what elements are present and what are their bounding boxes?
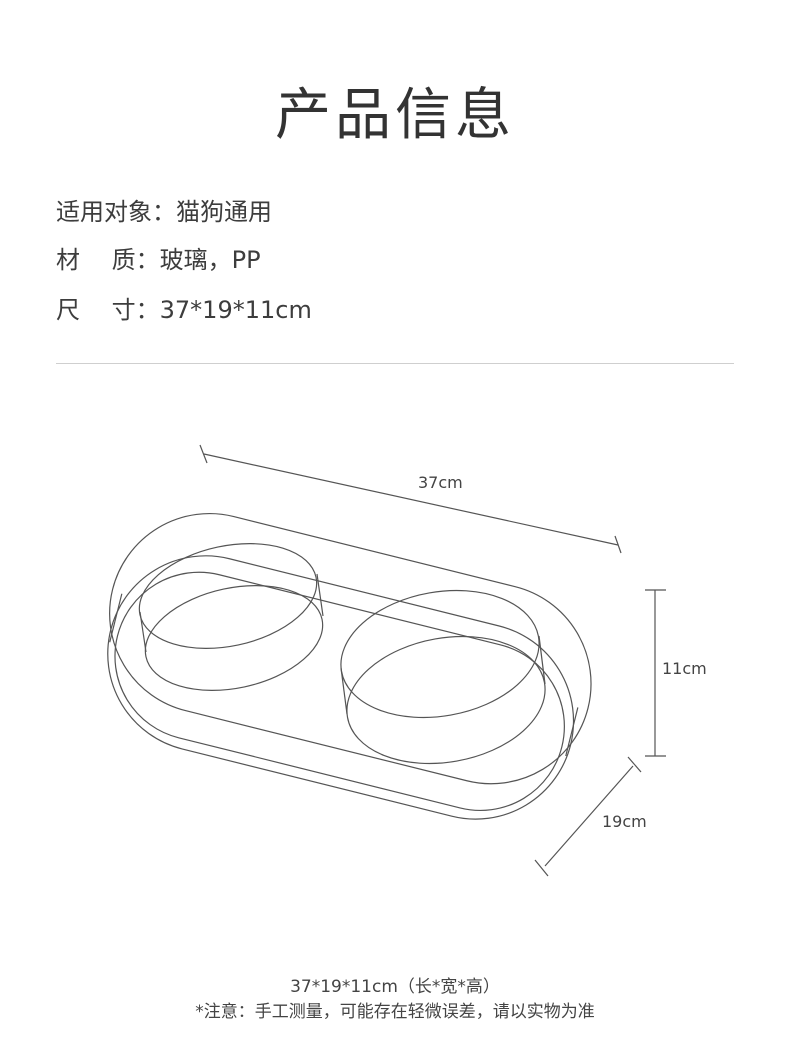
spec-label-size: 尺 寸： — [56, 296, 160, 324]
height-dimension-line — [645, 589, 666, 757]
product-dimension-diagram: 37cm 11cm 19cm — [0, 430, 790, 900]
spec-value-target: 猫狗通用 — [176, 198, 272, 226]
height-label: 11cm — [662, 659, 707, 678]
length-label: 37cm — [418, 473, 463, 492]
width-label: 19cm — [602, 812, 647, 831]
spec-row-target: 适用对象：猫狗通用 — [56, 192, 272, 227]
tray-outline — [107, 512, 592, 820]
spec-row-size: 尺 寸：37*19*11cm — [56, 290, 312, 325]
left-bowl — [138, 543, 324, 691]
spec-value-size: 37*19*11cm — [159, 296, 312, 324]
width-dimension-line — [534, 756, 642, 877]
section-divider — [56, 363, 734, 364]
measurement-disclaimer: *注意：手工测量，可能存在轻微误差，请以实物为准 — [195, 1002, 595, 1022]
spec-row-material: 材 质：玻璃，PP — [56, 240, 261, 275]
spec-value-material: 玻璃，PP — [159, 246, 261, 274]
spec-label-target: 适用对象： — [56, 198, 176, 226]
right-bowl — [340, 589, 546, 765]
page-title: 产品信息 — [275, 83, 515, 148]
dimension-note: 37*19*11cm（长*宽*高） — [290, 977, 500, 997]
spec-label-material: 材 质： — [56, 246, 160, 274]
length-dimension-line — [199, 444, 622, 554]
